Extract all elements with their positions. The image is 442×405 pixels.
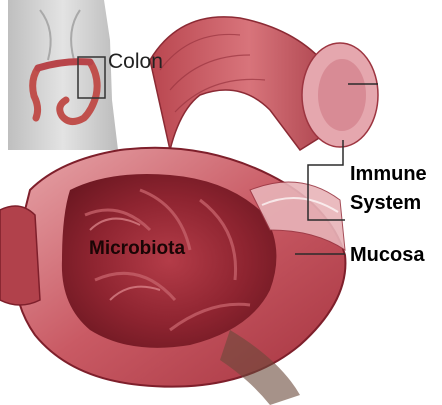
immune-system-label-line2: System [350,192,421,215]
torso-body [8,0,118,150]
mucosa-label: Mucosa [350,244,424,267]
upper-colon-segment [150,17,378,150]
torso-inset [8,0,118,150]
colon-label: Colon [108,50,163,74]
colon-cross-section [0,148,345,405]
immune-system-label-line1: Immune [350,163,427,186]
microbiota-label: Microbiota [89,238,185,260]
left-colon-stub [0,206,40,305]
